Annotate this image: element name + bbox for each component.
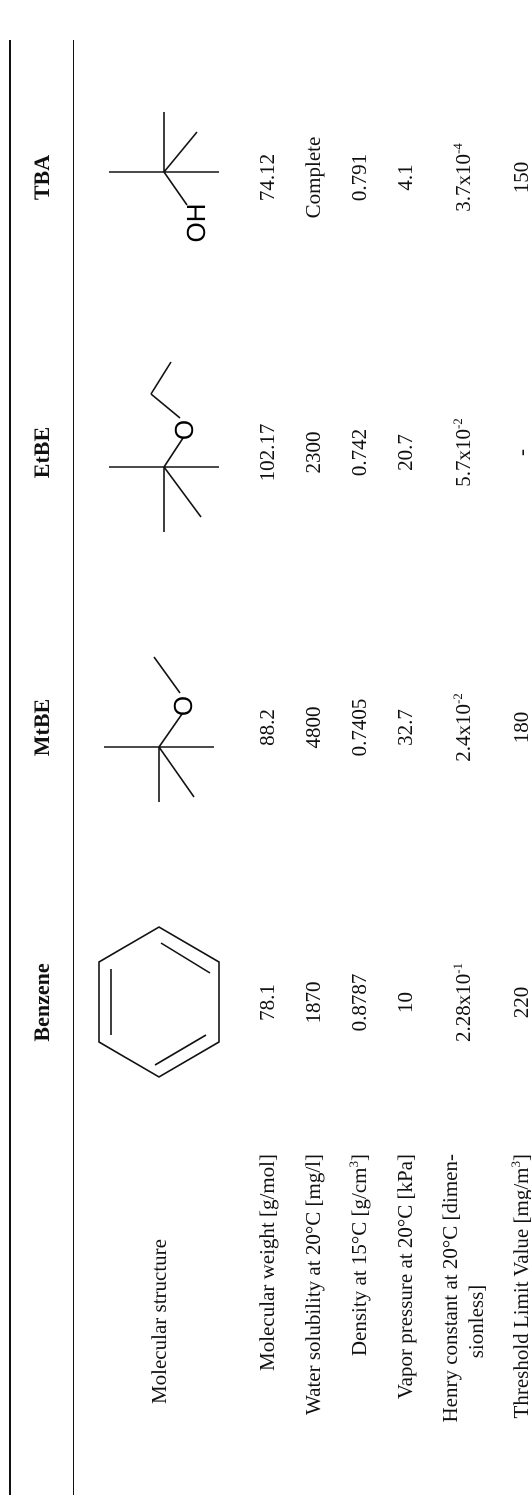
label-line: Henry constant at 20°C [dimen- [437,1154,462,1423]
properties-table: Benzene MtBE EtBE TBA Molecular structur… [9,40,531,1495]
cell-value: 10 [392,992,417,1013]
value-base: 2.4x10 [451,704,475,762]
label-text: ] [508,1154,531,1161]
cell-value: 4800 [300,706,325,749]
value-base: 3.7x10 [451,154,475,212]
table-row: Threshold Limit Value [mg/m3] 220 180 - … [498,40,531,1495]
value-exponent: -2 [450,418,465,430]
cell-value: 2300 [300,431,325,474]
header-row: Benzene MtBE EtBE TBA [10,40,74,1495]
row-label-molecular-weight: Molecular weight [g/mol] [254,1154,279,1371]
tba-structure: OH [74,40,245,315]
etbe-oxygen-label: O [169,420,199,440]
mtbe-oxygen-label: O [168,696,198,716]
cell-value: - [508,449,531,456]
label-text: Density at 15°C [g/cm [346,1167,371,1357]
etbe-molecule-icon: O [109,362,219,533]
header-etbe: EtBE [29,426,54,479]
table-row: Henry constant at 20°C [dimen- sionless]… [428,40,498,1495]
label-line: sionless] [464,1284,488,1359]
label-superscript: 3 [345,1161,361,1168]
tba-hydroxyl-label: OH [181,204,211,243]
table-row: Water solubility at 20°C [mg/l] 1870 480… [290,40,336,1495]
label-text: Threshold Limit Value [mg/m [508,1167,531,1419]
table-row: Vapor pressure at 20°C [kPa] 10 32.7 20.… [382,40,428,1495]
table-row: Density at 15°C [g/cm3] 0.8787 0.7405 0.… [336,40,382,1495]
cell-value: 0.742 [346,428,371,477]
cell-value: 74.12 [254,153,279,202]
cell-value: 102.17 [254,423,279,482]
value-base: 5.7x10 [451,429,475,487]
row-label-vapor-pressure: Vapor pressure at 20°C [kPa] [392,1154,417,1400]
header-empty [10,1140,74,1495]
cell-value: 88.2 [254,709,279,746]
cell-value: 2.4x10-2 [428,590,498,865]
cell-value: 0.8787 [346,973,371,1032]
value-exponent: -2 [450,693,465,705]
table-row: Molecular weight [g/mol] 78.1 88.2 102.1… [244,40,290,1495]
cell-value: 4.1 [392,164,417,191]
etbe-structure: O [74,315,245,590]
cell-value: 220 [508,986,531,1019]
value-base: 2.28x10 [451,973,475,1043]
row-label-henry-constant: Henry constant at 20°C [dimen- sionless] [428,1140,498,1495]
cell-value: 78.1 [254,984,279,1021]
mtbe-structure: O [74,590,245,865]
cell-value: 2.28x10-1 [428,865,498,1140]
cell-value: 0.7405 [346,698,371,757]
row-label-density: Density at 15°C [g/cm3] [336,1140,382,1495]
cell-value: 1870 [300,981,325,1024]
header-mtbe: MtBE [29,698,54,757]
benzene-structure [74,865,245,1140]
cell-value: 3.7x10-4 [428,40,498,315]
value-exponent: -1 [450,962,465,974]
cell-value: 150 [508,161,531,194]
benzene-ring-icon [98,926,220,1079]
cell-value: 5.7x10-2 [428,315,498,590]
table-row: Molecular structure O [73,40,245,1495]
label-superscript: 3 [507,1161,523,1168]
mtbe-molecule-icon: O [104,657,214,803]
cell-value: 180 [508,711,531,744]
header-tba: TBA [29,154,54,201]
cell-value: 0.791 [346,153,371,202]
value-exponent: -4 [450,143,465,155]
tba-molecule-icon: OH [109,112,219,243]
row-label-water-solubility: Water solubility at 20°C [mg/l] [300,1154,325,1416]
row-label-structure: Molecular structure [146,1238,171,1405]
row-label-threshold-limit: Threshold Limit Value [mg/m3] [498,1140,531,1495]
cell-value: 32.7 [392,709,417,746]
label-text: ] [346,1154,371,1161]
cell-value: Complete [300,136,325,219]
header-benzene: Benzene [29,963,54,1042]
cell-value: 20.7 [392,434,417,471]
